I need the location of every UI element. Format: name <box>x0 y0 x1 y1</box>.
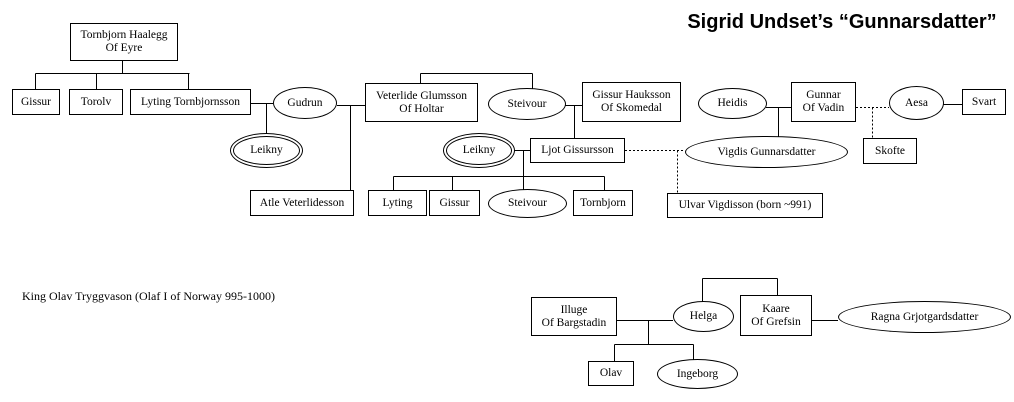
node-ragna-grjotgardsdatter: Ragna Grjotgardsdatter <box>838 301 1011 333</box>
node-steivour-1: Steivour <box>488 88 566 120</box>
node-ingeborg: Ingeborg <box>657 359 738 389</box>
node-vigdis-gunnarsdatter: Vigdis Gunnarsdatter <box>685 136 848 168</box>
node-leikny-1: Leikny <box>230 133 303 168</box>
node-kaare: Kaare Of Grefsin <box>740 295 812 336</box>
node-gissur-hauksson: Gissur Hauksson Of Skomedal <box>582 82 681 122</box>
node-olav: Olav <box>588 361 634 386</box>
node-steivour-2: Steivour <box>488 189 567 218</box>
node-ulvar-vigdisson: Ulvar Vigdisson (born ~991) <box>667 193 823 218</box>
node-atle-veterlidesson: Atle Veterlidesson <box>250 190 354 216</box>
node-lyting-tornbjornsson: Lyting Tornbjornsson <box>130 89 251 115</box>
node-svart: Svart <box>962 89 1006 115</box>
node-veterlide-glumsson: Veterlide Glumsson Of Holtar <box>365 83 478 122</box>
node-torolv: Torolv <box>69 89 123 115</box>
node-helga: Helga <box>673 301 734 332</box>
node-heidis: Heidis <box>698 88 767 119</box>
node-gissur-ljotsson: Gissur <box>429 190 480 216</box>
diagram-title: Sigrid Undset’s “Gunnarsdatter” <box>687 11 997 33</box>
node-leikny-2-inner-ring: Leikny <box>446 136 512 165</box>
node-leikny-1-inner-ring: Leikny <box>233 136 300 165</box>
node-gunnar-of-vadin: Gunnar Of Vadin <box>791 82 856 122</box>
node-lyting-ljotsson: Lyting <box>368 190 427 216</box>
node-leikny-2: Leikny <box>443 133 515 168</box>
node-gissur-tornbjornsson: Gissur <box>12 89 60 115</box>
node-illuge: Illuge Of Bargstadin <box>531 297 617 336</box>
king-olav-note: King Olav Tryggvason (Olaf I of Norway 9… <box>22 289 275 303</box>
node-gudrun: Gudrun <box>273 87 337 119</box>
node-tornbjorn-ljotsson: Tornbjorn <box>573 190 633 216</box>
node-skofte: Skofte <box>863 138 917 164</box>
node-ljot-gissursson: Ljot Gissursson <box>530 138 625 163</box>
node-tornbjorn-haalegg: Tornbjorn Haalegg Of Eyre <box>70 23 178 61</box>
node-aesa: Aesa <box>889 86 944 120</box>
